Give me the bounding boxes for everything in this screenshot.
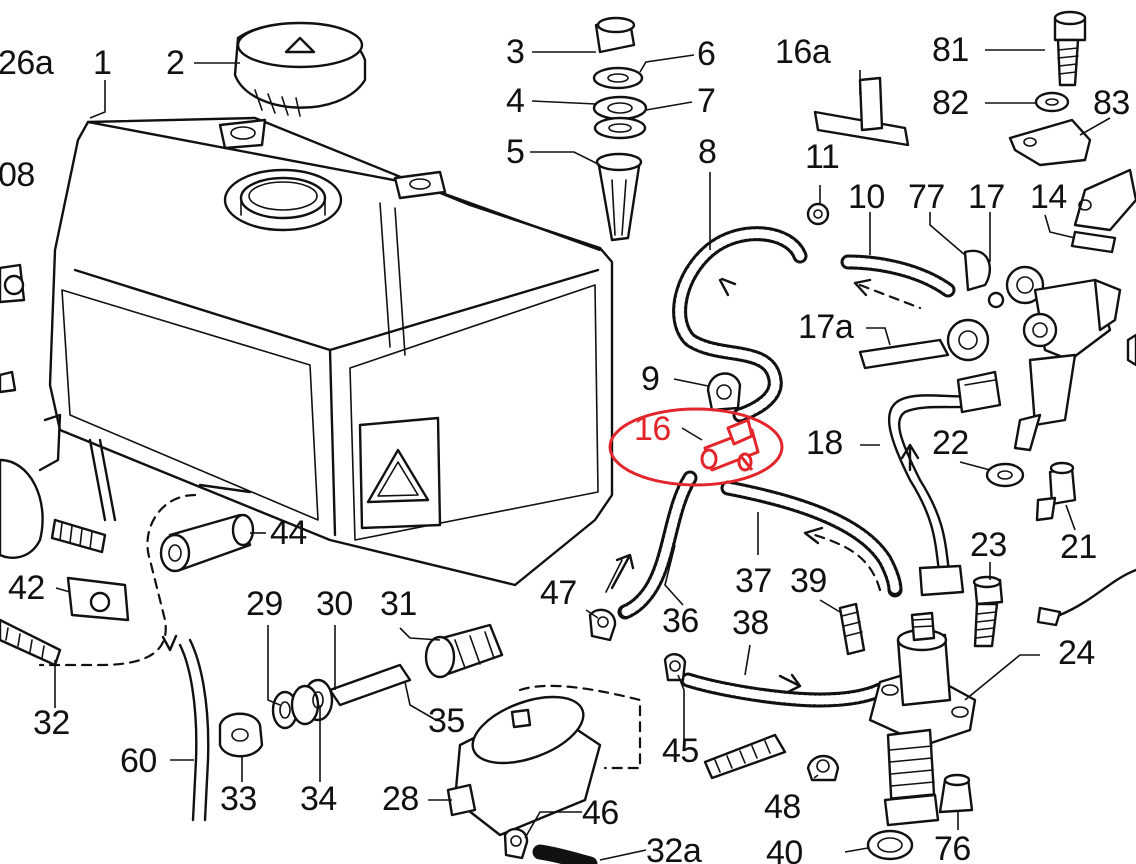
callout-82[interactable]: 82 [932, 84, 969, 122]
callout-35[interactable]: 35 [428, 702, 465, 740]
hose-38[interactable] [680, 672, 888, 708]
hose-60[interactable] [178, 638, 210, 822]
callout-21[interactable]: 21 [1060, 528, 1097, 566]
callout-77[interactable]: 77 [908, 178, 945, 216]
callout-16a[interactable]: 16a [775, 33, 831, 71]
callout-32a[interactable]: 32a [646, 832, 702, 864]
clip-46[interactable] [503, 827, 529, 860]
nut-and-washers[interactable] [592, 16, 648, 242]
callout-6[interactable]: 6 [697, 35, 716, 73]
hose-10[interactable] [840, 254, 956, 310]
fuel-flow-lines [38, 493, 642, 770]
callout-5[interactable]: 5 [506, 133, 525, 171]
gasket-14[interactable] [1070, 168, 1136, 254]
hose-8[interactable] [672, 226, 808, 423]
callout-26a[interactable]: 26a [0, 44, 54, 82]
callout-34[interactable]: 34 [300, 780, 337, 818]
callout-46[interactable]: 46 [582, 794, 619, 832]
callout-2[interactable]: 2 [166, 44, 185, 82]
sensor-lead[interactable] [1036, 568, 1136, 627]
t-piece-16a[interactable] [813, 76, 910, 147]
callout-33[interactable]: 33 [220, 780, 257, 818]
clip-45[interactable] [663, 653, 687, 682]
callout-11[interactable]: 11 [805, 138, 840, 176]
t-piece-16-highlighted[interactable] [608, 407, 784, 487]
injector[interactable] [1013, 278, 1136, 452]
clip-48[interactable] [806, 754, 840, 782]
nut-33[interactable] [218, 712, 264, 758]
callout-3[interactable]: 3 [506, 33, 525, 71]
callout-38[interactable]: 38 [732, 604, 769, 642]
banjo-17[interactable] [963, 249, 1045, 309]
callout-4[interactable]: 4 [506, 82, 525, 120]
callout-76[interactable]: 76 [934, 830, 971, 864]
leader-lines [54, 49, 1111, 861]
clip-11[interactable] [806, 202, 830, 226]
callout-32[interactable]: 32 [33, 704, 70, 742]
left-side-parts[interactable] [0, 263, 130, 667]
tube-35[interactable] [328, 663, 412, 707]
grommet-29[interactable] [271, 690, 299, 730]
callout-10[interactable]: 10 [848, 178, 885, 216]
pipe-17a[interactable] [858, 318, 990, 370]
callout-31[interactable]: 31 [380, 585, 417, 623]
strainer-31[interactable] [424, 623, 504, 679]
callout-18[interactable]: 18 [806, 424, 843, 462]
nipple-39[interactable] [838, 602, 866, 656]
callout-22[interactable]: 22 [932, 424, 969, 462]
callout-14[interactable]: 14 [1030, 178, 1067, 216]
valve-76[interactable] [938, 773, 974, 814]
callout-28[interactable]: 28 [382, 780, 419, 818]
fuel-pump-24[interactable] [868, 611, 977, 827]
callout-83[interactable]: 83 [1093, 84, 1130, 122]
filter-sleeve[interactable] [703, 733, 787, 780]
callout-39[interactable]: 39 [790, 562, 827, 600]
bolt-81[interactable] [1053, 10, 1087, 87]
callout-47[interactable]: 47 [540, 574, 577, 612]
callout-40[interactable]: 40 [766, 834, 803, 864]
hose-32a[interactable] [532, 844, 598, 864]
callout-17[interactable]: 17 [968, 178, 1005, 216]
fuel-filter-28[interactable] [446, 684, 602, 837]
washer-22[interactable] [985, 462, 1025, 488]
callout-16-highlighted[interactable]: 16 [634, 410, 671, 448]
hose-36[interactable] [605, 470, 698, 620]
callout-37[interactable]: 37 [735, 562, 772, 600]
grommet-30[interactable] [290, 678, 334, 726]
washer-40[interactable] [866, 829, 914, 861]
washer-82[interactable] [1034, 91, 1070, 113]
callout-29[interactable]: 29 [246, 585, 283, 623]
callout-8[interactable]: 8 [698, 133, 717, 171]
callout-108[interactable]: 08 [0, 156, 35, 194]
bolt-23[interactable] [972, 575, 1004, 648]
plug-21[interactable] [1035, 461, 1077, 522]
callout-60[interactable]: 60 [120, 742, 157, 780]
pipe-18[interactable] [887, 370, 1002, 597]
callout-9[interactable]: 9 [641, 360, 660, 398]
callout-17a[interactable]: 17a [798, 308, 854, 346]
tank-cap[interactable] [233, 21, 367, 117]
callout-45[interactable]: 45 [662, 732, 699, 770]
clamp-83[interactable] [1008, 118, 1092, 167]
callout-7[interactable]: 7 [697, 82, 716, 120]
callout-81[interactable]: 81 [932, 31, 969, 69]
callout-23[interactable]: 23 [970, 526, 1007, 564]
connector-44[interactable] [159, 513, 255, 573]
callout-48[interactable]: 48 [764, 788, 801, 826]
callout-42[interactable]: 42 [8, 569, 45, 607]
callout-44[interactable]: 44 [270, 514, 307, 552]
hose-37[interactable] [720, 480, 903, 598]
fuel-tank[interactable] [48, 116, 614, 587]
clip-9[interactable] [706, 372, 742, 412]
callout-24[interactable]: 24 [1058, 634, 1095, 672]
callout-30[interactable]: 30 [316, 585, 353, 623]
callout-1[interactable]: 1 [93, 44, 112, 82]
callout-36[interactable]: 36 [662, 602, 699, 640]
